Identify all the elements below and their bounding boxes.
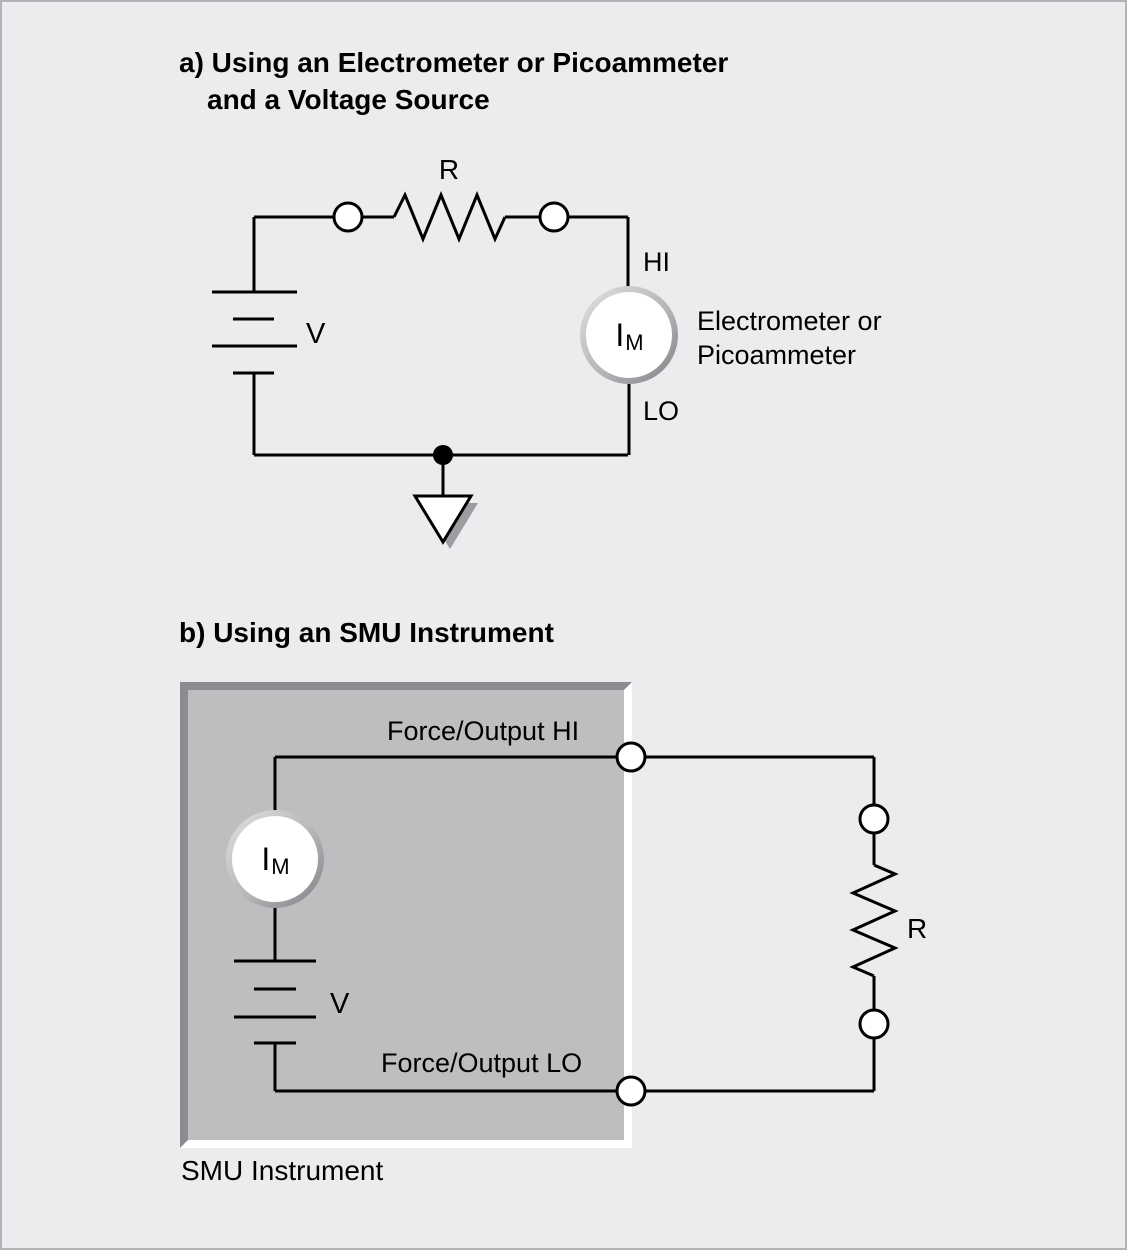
diagram-a-title: a) Using an Electrometer or Picoammeter … <box>179 44 728 118</box>
wire <box>273 755 876 1093</box>
resistor-a-label: R <box>438 154 460 185</box>
ammeter-symbol: I <box>615 316 625 353</box>
force-output-hi-label: Force/Output HI <box>387 716 580 746</box>
force-output-lo-label: Force/Output LO <box>381 1048 583 1078</box>
lo-terminal-label: LO <box>643 396 680 426</box>
ammeter-subscript: M <box>271 854 290 879</box>
ammeter-icon <box>580 286 678 384</box>
ammeter-symbol: I <box>261 840 271 877</box>
junction-dot <box>433 445 453 465</box>
voltage-a-label: V <box>306 318 326 350</box>
ammeter-subscript: M <box>625 330 644 355</box>
ammeter-caption-line2: Picoammeter <box>697 340 857 370</box>
resistor-b-label: R <box>907 913 928 944</box>
smu-box-label: SMU Instrument <box>181 1155 384 1186</box>
battery-icon <box>212 290 297 375</box>
terminal-circle <box>858 1008 890 1040</box>
ammeter-caption: Electrometer or Picoammeter <box>697 304 882 372</box>
terminal-circle <box>858 803 890 835</box>
terminal-circle <box>615 741 647 773</box>
circuit-a <box>212 191 678 549</box>
smu-instrument-box <box>180 682 632 1148</box>
ammeter-icon <box>226 810 324 908</box>
ground-icon <box>412 494 474 545</box>
circuit-b <box>226 741 899 1107</box>
voltage-b-label: V <box>330 988 350 1020</box>
resistor-icon <box>849 863 899 978</box>
battery-icon <box>234 959 316 1045</box>
diagram-b-title: b) Using an SMU Instrument <box>179 617 554 648</box>
ammeter-caption-line1: Electrometer or <box>697 306 882 336</box>
diagram-a-title-line2: and a Voltage Source <box>207 84 490 115</box>
resistor-icon <box>392 191 507 243</box>
terminal-circle <box>615 1075 647 1107</box>
terminal-circle <box>332 201 364 233</box>
hi-terminal-label: HI <box>643 247 670 277</box>
terminal-circle <box>538 201 570 233</box>
diagram-a-title-line1: a) Using an Electrometer or Picoammeter <box>179 47 729 78</box>
